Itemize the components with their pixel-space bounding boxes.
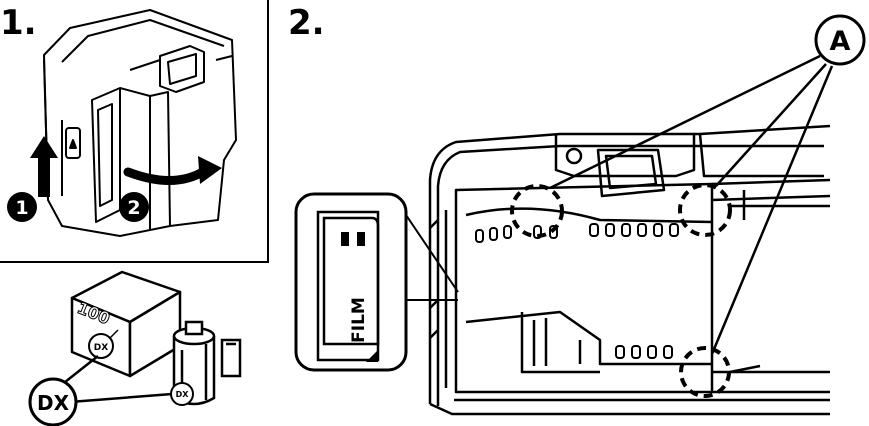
dx-callout: DX [30,356,172,425]
film-window-inset: FILM [296,194,458,370]
film-box-drawing [72,272,180,376]
dx-callout-label: DX [37,391,70,415]
camera-open-back-drawing [430,126,830,414]
badge-1-number: 1 [15,197,28,219]
film-sprocket-holes-upper [476,224,678,242]
badge-2: 2 [119,192,149,222]
callout-a-label: A [830,26,851,57]
cartridge-dx-mark-label: DX [176,390,190,399]
open-door-arrow [128,156,222,184]
badge-1: 1 [7,192,37,222]
film-window-label: FILM [349,297,369,343]
film-sprocket-holes-lower [616,346,672,358]
highlight-circle-right-guide [680,185,730,235]
badge-2-number: 2 [127,197,140,219]
box-dx-mark-label: DX [94,343,108,353]
step-2-label: 2. [288,3,325,43]
slide-up-arrow [30,136,58,197]
step-1-label: 1. [0,3,37,43]
